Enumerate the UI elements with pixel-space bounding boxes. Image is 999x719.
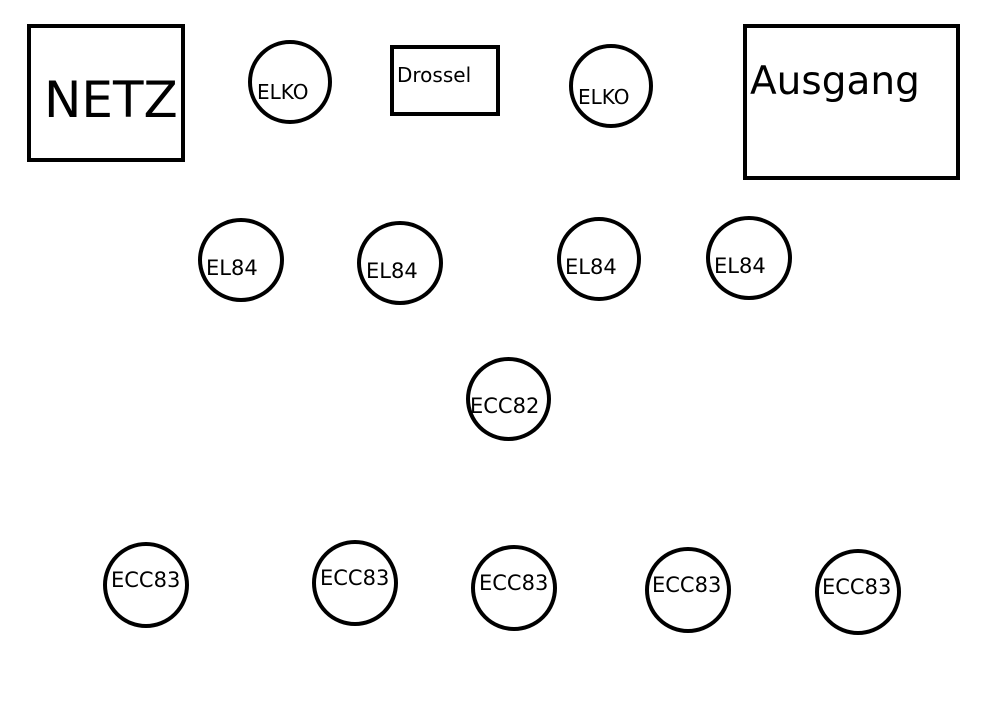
el84-tube-1: [198, 218, 284, 302]
ecc83-label-2: ECC83: [320, 566, 390, 590]
el84-tube-4: [706, 216, 792, 300]
drossel-box: [390, 45, 500, 116]
netz-box: [27, 24, 185, 162]
ecc82-tube: [466, 357, 551, 441]
el84-label-1: EL84: [206, 256, 258, 280]
ausgang-label: Ausgang: [750, 59, 920, 104]
ecc82-label: ECC82: [470, 394, 540, 418]
elko-label-1: ELKO: [257, 80, 309, 104]
ecc83-label-4: ECC83: [652, 573, 722, 597]
drossel-label: Drossel: [397, 63, 472, 87]
elko-capacitor-1: [248, 40, 332, 124]
ecc83-label-1: ECC83: [111, 568, 181, 592]
ecc83-tube-1: [103, 542, 189, 628]
el84-label-3: EL84: [565, 255, 617, 279]
ecc83-tube-3: [471, 545, 557, 631]
elko-capacitor-2: [569, 44, 653, 128]
ecc83-tube-5: [815, 549, 901, 635]
ecc83-tube-2: [312, 540, 398, 626]
ecc83-tube-4: [645, 547, 731, 633]
elko-label-2: ELKO: [578, 85, 630, 109]
el84-tube-3: [557, 217, 641, 301]
el84-label-4: EL84: [714, 254, 766, 278]
netz-label: NETZ: [44, 71, 178, 129]
el84-tube-2: [357, 221, 443, 305]
ausgang-box: [743, 24, 960, 180]
ecc83-label-5: ECC83: [822, 575, 892, 599]
el84-label-2: EL84: [366, 259, 418, 283]
ecc83-label-3: ECC83: [479, 571, 549, 595]
